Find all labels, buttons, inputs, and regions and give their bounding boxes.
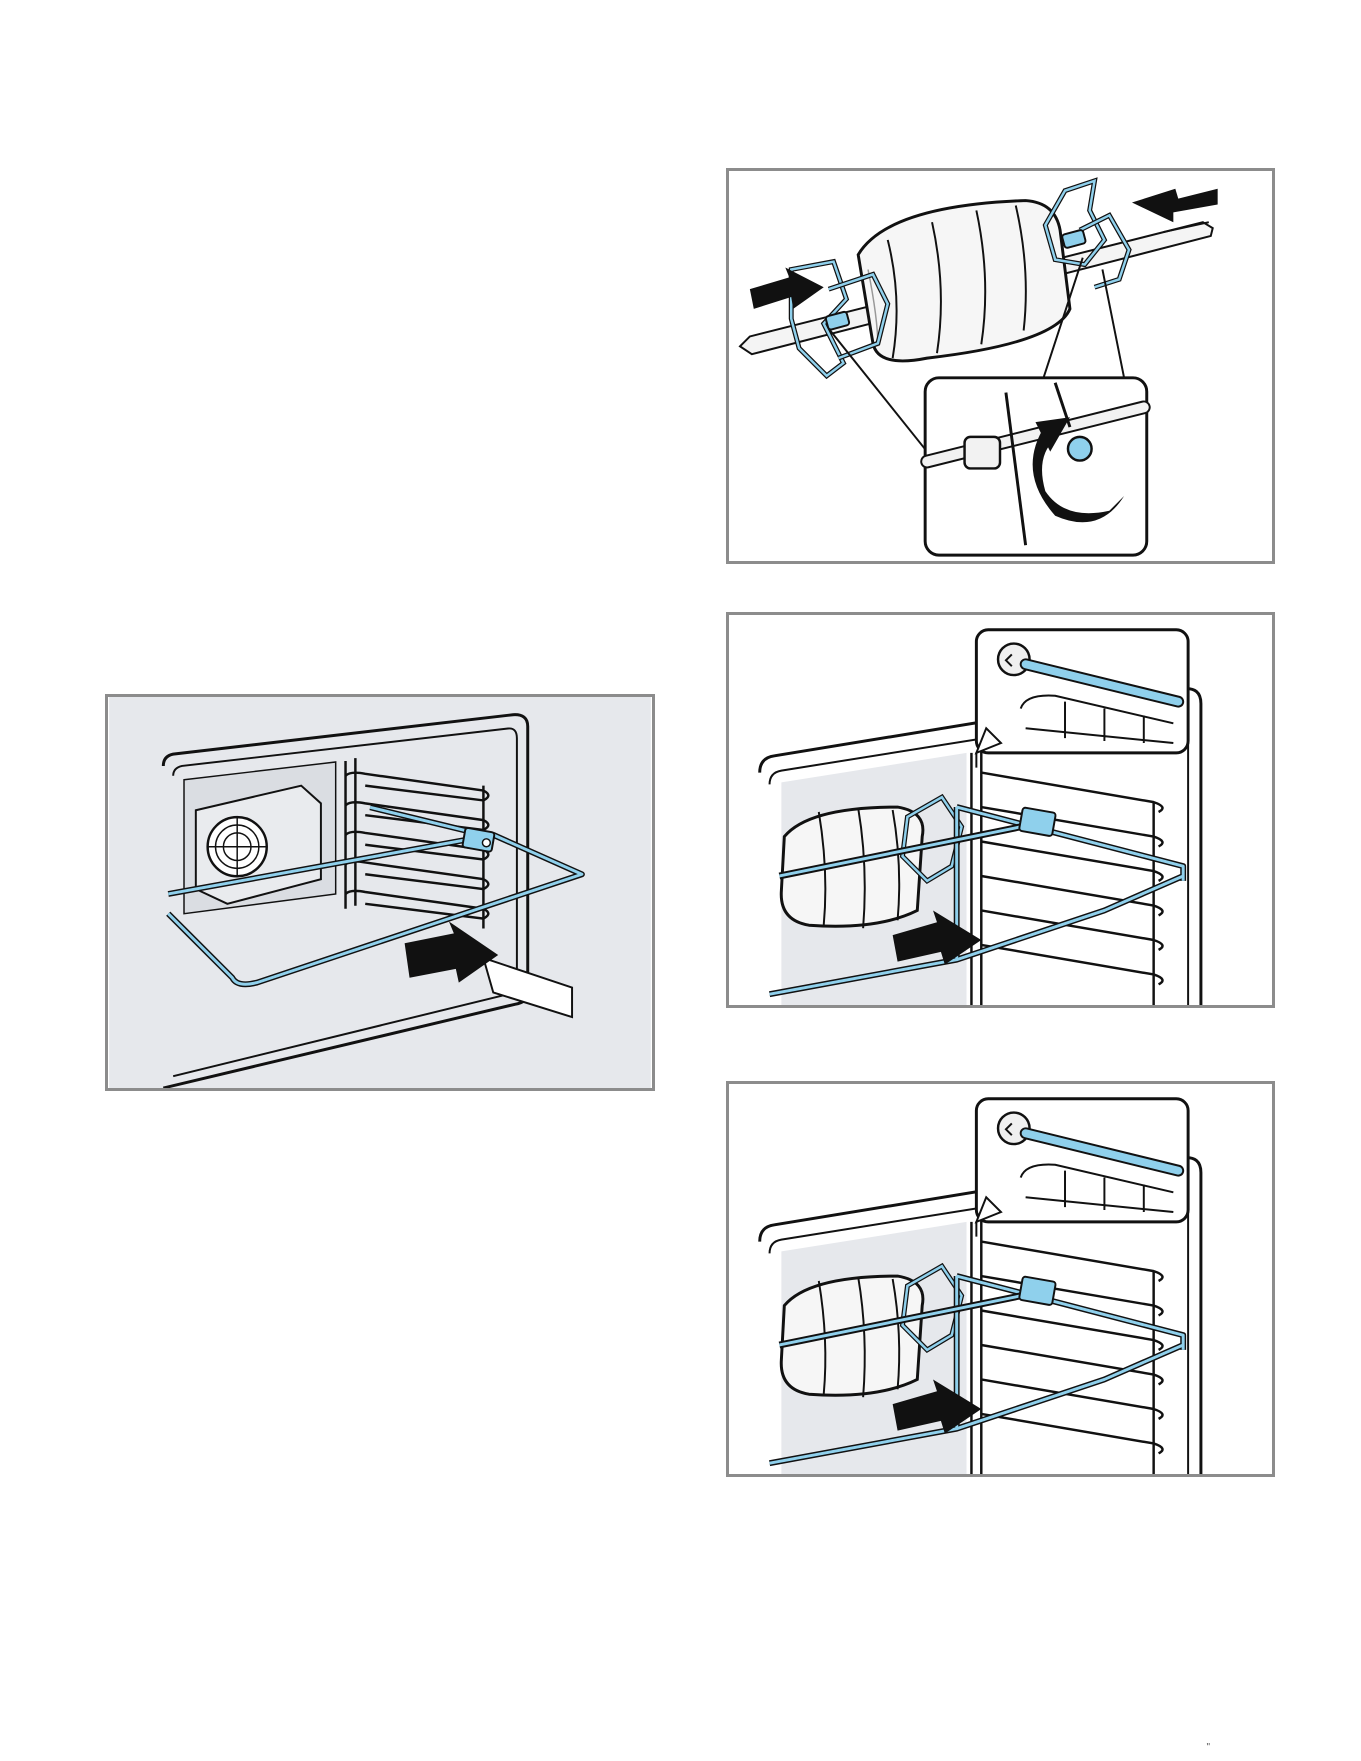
meat-roll xyxy=(781,807,923,926)
figure-oven-rack xyxy=(105,694,655,1091)
rod-detail-inset xyxy=(976,1099,1188,1237)
oven-rack-icon xyxy=(108,697,652,1088)
rotisserie-spit-icon xyxy=(729,171,1272,561)
page-mark: " xyxy=(1206,1742,1211,1753)
push-arrow-left xyxy=(750,268,824,309)
oven-spit-icon xyxy=(729,615,1272,1005)
meat-roll xyxy=(781,1276,923,1395)
meat-roll xyxy=(858,201,1070,361)
push-arrow-right xyxy=(1132,189,1218,222)
figure-spit-assembly xyxy=(726,168,1275,564)
rod-detail-inset xyxy=(976,630,1188,768)
oven-spit-icon xyxy=(729,1084,1272,1474)
screw-detail-inset xyxy=(925,378,1147,555)
figure-oven-spit-2 xyxy=(726,1081,1275,1477)
figure-oven-spit-1 xyxy=(726,612,1275,1008)
